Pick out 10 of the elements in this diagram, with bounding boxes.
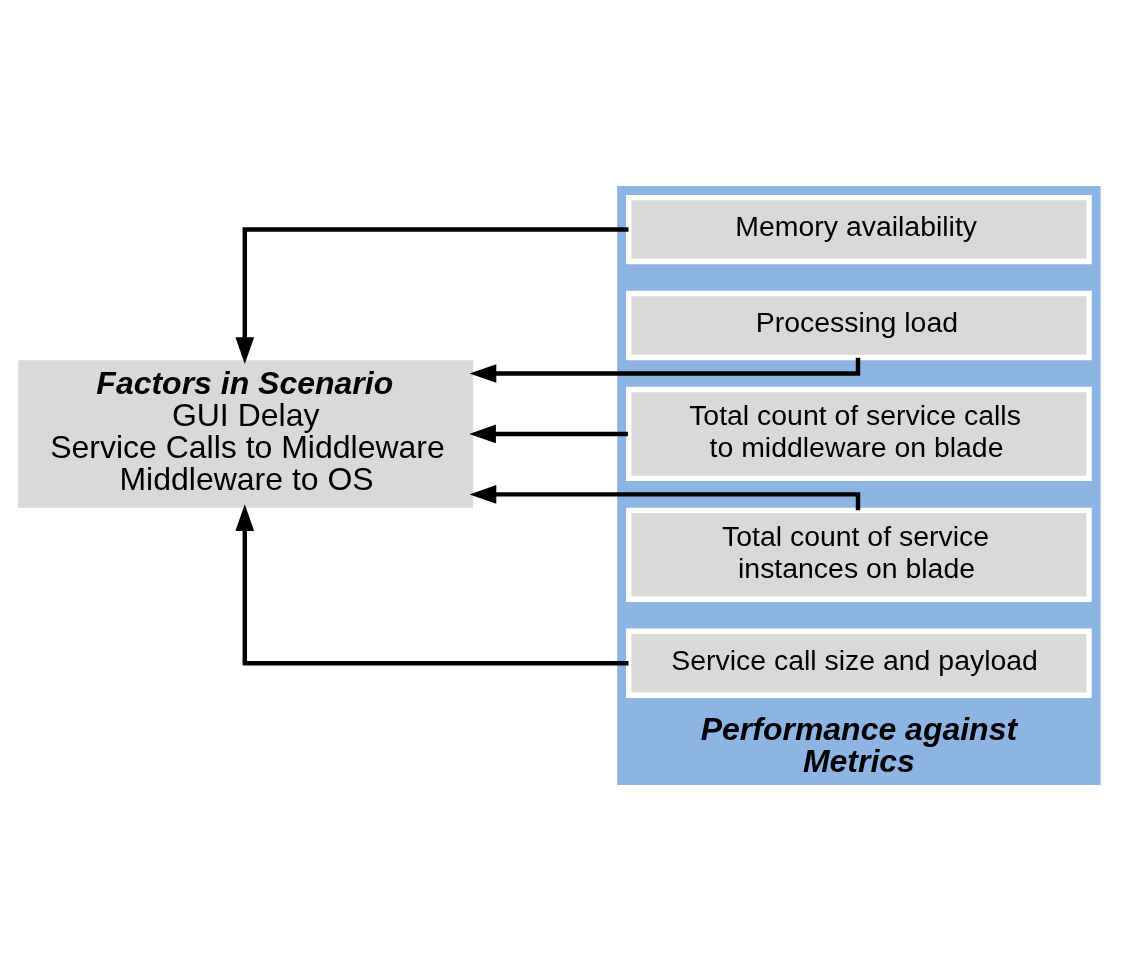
node-box: Service call size and payload (626, 628, 1092, 698)
node-box: Total count of service instances on blade (626, 507, 1092, 602)
node-box: Total count of service calls to middleware on blade (626, 386, 1092, 482)
arrow (235, 227, 629, 364)
arrow (469, 485, 861, 511)
arrow (469, 357, 861, 383)
node-box: Memory availability (626, 194, 1092, 265)
arrow (235, 504, 629, 666)
arrow (469, 424, 628, 444)
node-box: Processing load (626, 290, 1092, 361)
